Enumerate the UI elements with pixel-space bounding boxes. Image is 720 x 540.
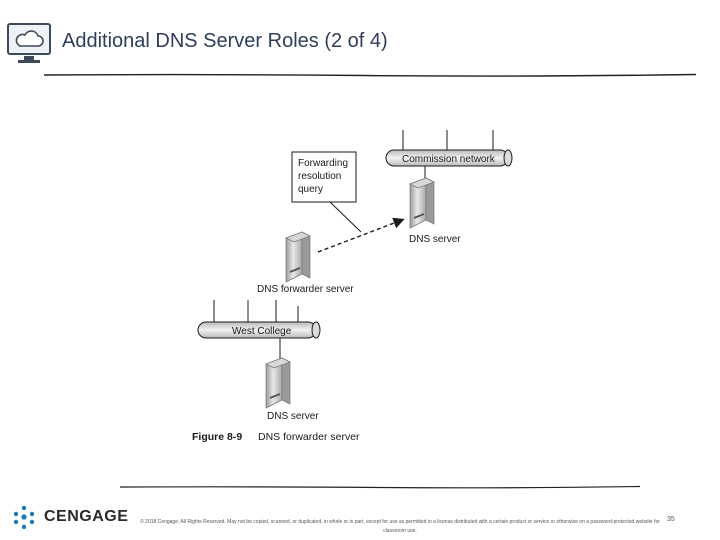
forwarding-arrow <box>317 217 405 253</box>
footer-divider <box>120 485 640 489</box>
commission-network-drops <box>402 130 494 150</box>
dns-server-top-label: DNS server <box>409 234 461 245</box>
dns-forwarder-server-icon <box>285 231 311 283</box>
cengage-logo-text: CENGAGE <box>44 508 129 525</box>
figure-caption-label: Figure 8-9 <box>192 431 243 443</box>
dns-server-top-icon <box>409 177 435 229</box>
callout-line-2: resolution <box>298 171 341 182</box>
dns-server-bottom-icon <box>265 357 291 409</box>
dns-forwarder-diagram: Commission network DNS server Forwarding… <box>197 130 513 422</box>
commission-network-label: Commission network <box>402 154 496 165</box>
west-college-pipe: West College <box>197 321 321 339</box>
dns-forwarder-server-label: DNS forwarder server <box>257 284 354 295</box>
page-number: 35 <box>667 516 675 523</box>
west-college-label: West College <box>232 326 292 337</box>
slide-title: Additional DNS Server Roles (2 of 4) <box>62 30 388 52</box>
commission-network-pipe: Commission network <box>385 149 513 167</box>
cloud-monitor-icon <box>6 22 54 66</box>
forwarding-query-callout: Forwarding resolution query <box>291 151 357 203</box>
west-college-drops <box>213 300 299 322</box>
dns-server-bottom-label: DNS server <box>267 411 319 422</box>
callout-line-3: query <box>298 184 323 195</box>
callout-pointer <box>329 201 362 233</box>
copyright-notice: © 2018 Cengage. All Rights Reserved. May… <box>140 519 660 534</box>
title-divider <box>44 73 696 77</box>
cengage-logo-icon <box>12 505 36 530</box>
callout-line-1: Forwarding <box>298 158 348 169</box>
figure-caption-text: DNS forwarder server <box>258 431 360 443</box>
